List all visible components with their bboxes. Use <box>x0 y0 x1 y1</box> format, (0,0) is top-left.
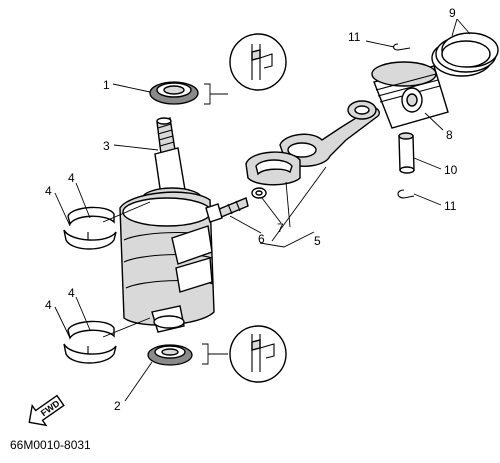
callout-4-d: 4 <box>68 286 75 300</box>
fwd-arrow: FWD <box>28 394 65 427</box>
callout-1: 1 <box>103 78 110 92</box>
piston-rings <box>431 32 499 77</box>
callout-4-a: 4 <box>45 184 52 198</box>
callout-4-c: 4 <box>45 298 52 312</box>
callout-8: 8 <box>446 128 453 142</box>
bearing-upper-pair <box>63 206 117 250</box>
diagram-code: 66M0010-8031 <box>10 438 91 452</box>
oil-seal-upper <box>149 81 199 105</box>
oil-seal-lower <box>147 344 193 366</box>
connecting-rod <box>245 100 381 186</box>
callout-4-b: 4 <box>68 171 75 185</box>
piston-pin-clip-lower <box>397 189 415 199</box>
rod-bolt <box>205 197 249 223</box>
piston-pin <box>398 132 415 174</box>
callout-3: 3 <box>103 139 110 153</box>
callout-9: 9 <box>449 6 456 20</box>
callout-6: 6 <box>258 232 265 246</box>
piston <box>371 61 449 129</box>
leader-lines <box>54 18 471 402</box>
rod-washer <box>251 187 267 199</box>
callout-11-a: 11 <box>348 30 361 44</box>
piston-pin-clip-upper <box>392 43 411 51</box>
detail-brackets <box>202 83 228 365</box>
seal-detail-circle-upper <box>229 33 287 91</box>
seal-detail-circle-lower <box>229 325 287 383</box>
callout-2: 2 <box>114 399 121 413</box>
callout-11-b: 11 <box>444 199 457 213</box>
callout-10: 10 <box>444 163 458 177</box>
crankshaft <box>119 117 215 333</box>
bearing-lower-pair <box>63 320 117 364</box>
callout-7: 7 <box>277 221 284 235</box>
callout-5: 5 <box>314 234 321 248</box>
callout-labels: 1 2 3 4 4 4 4 5 6 7 8 9 10 11 11 <box>45 6 458 413</box>
